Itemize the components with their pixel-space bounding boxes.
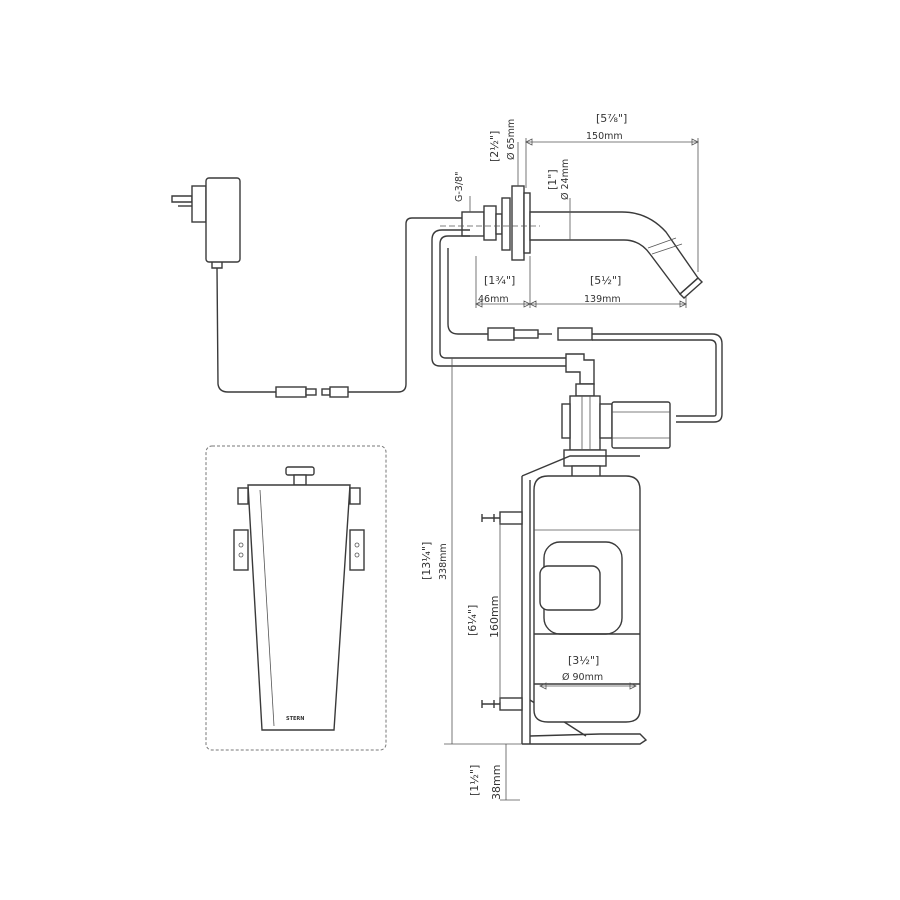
dim-flange-mm: Ø 65mm bbox=[506, 119, 517, 160]
dim-spout-length-mm: 150mm bbox=[586, 131, 623, 142]
dim-base-height-in: [1¾"] bbox=[484, 274, 515, 287]
dim-thread: G-3/8" bbox=[454, 172, 465, 202]
dim-spout-dia-mm: Ø 24mm bbox=[560, 159, 571, 200]
dim-spout-length-in: [5⅞"] bbox=[596, 112, 627, 125]
dimension-lines bbox=[444, 138, 699, 801]
dim-bottom-offset-mm: 38mm bbox=[490, 765, 503, 800]
dim-bracket-spacing-in: [6¼"] bbox=[466, 605, 479, 636]
dim-total-height-mm: 338mm bbox=[438, 543, 449, 580]
cartridge-tank bbox=[533, 475, 641, 723]
faucet-spout bbox=[431, 185, 704, 367]
sensor-cable bbox=[447, 248, 723, 423]
dim-base-height-mm: 46mm bbox=[478, 294, 509, 305]
dim-bottom-offset-in: [1½"] bbox=[468, 765, 481, 796]
inset-brand-label: STERN bbox=[286, 716, 304, 722]
dim-tank-dia-in: [3½"] bbox=[568, 654, 599, 667]
dim-reach-mm: 139mm bbox=[584, 294, 621, 305]
dim-reach-in: [5½"] bbox=[590, 274, 621, 287]
dimension-labels: [5⅞"] 150mm [2½"] Ø 65mm G-3/8" [1"] Ø 2… bbox=[420, 112, 627, 800]
dim-spout-dia-in: [1"] bbox=[546, 169, 559, 190]
power-adapter bbox=[171, 177, 470, 398]
dim-bracket-spacing-mm: 160mm bbox=[488, 596, 501, 638]
inset-front-view: STERN bbox=[205, 445, 387, 751]
dim-total-height-in: [13¼"] bbox=[420, 542, 433, 580]
valve-assembly bbox=[561, 353, 671, 479]
dim-flange-in: [2½"] bbox=[488, 131, 501, 162]
dim-tank-dia-mm: Ø 90mm bbox=[562, 672, 603, 683]
